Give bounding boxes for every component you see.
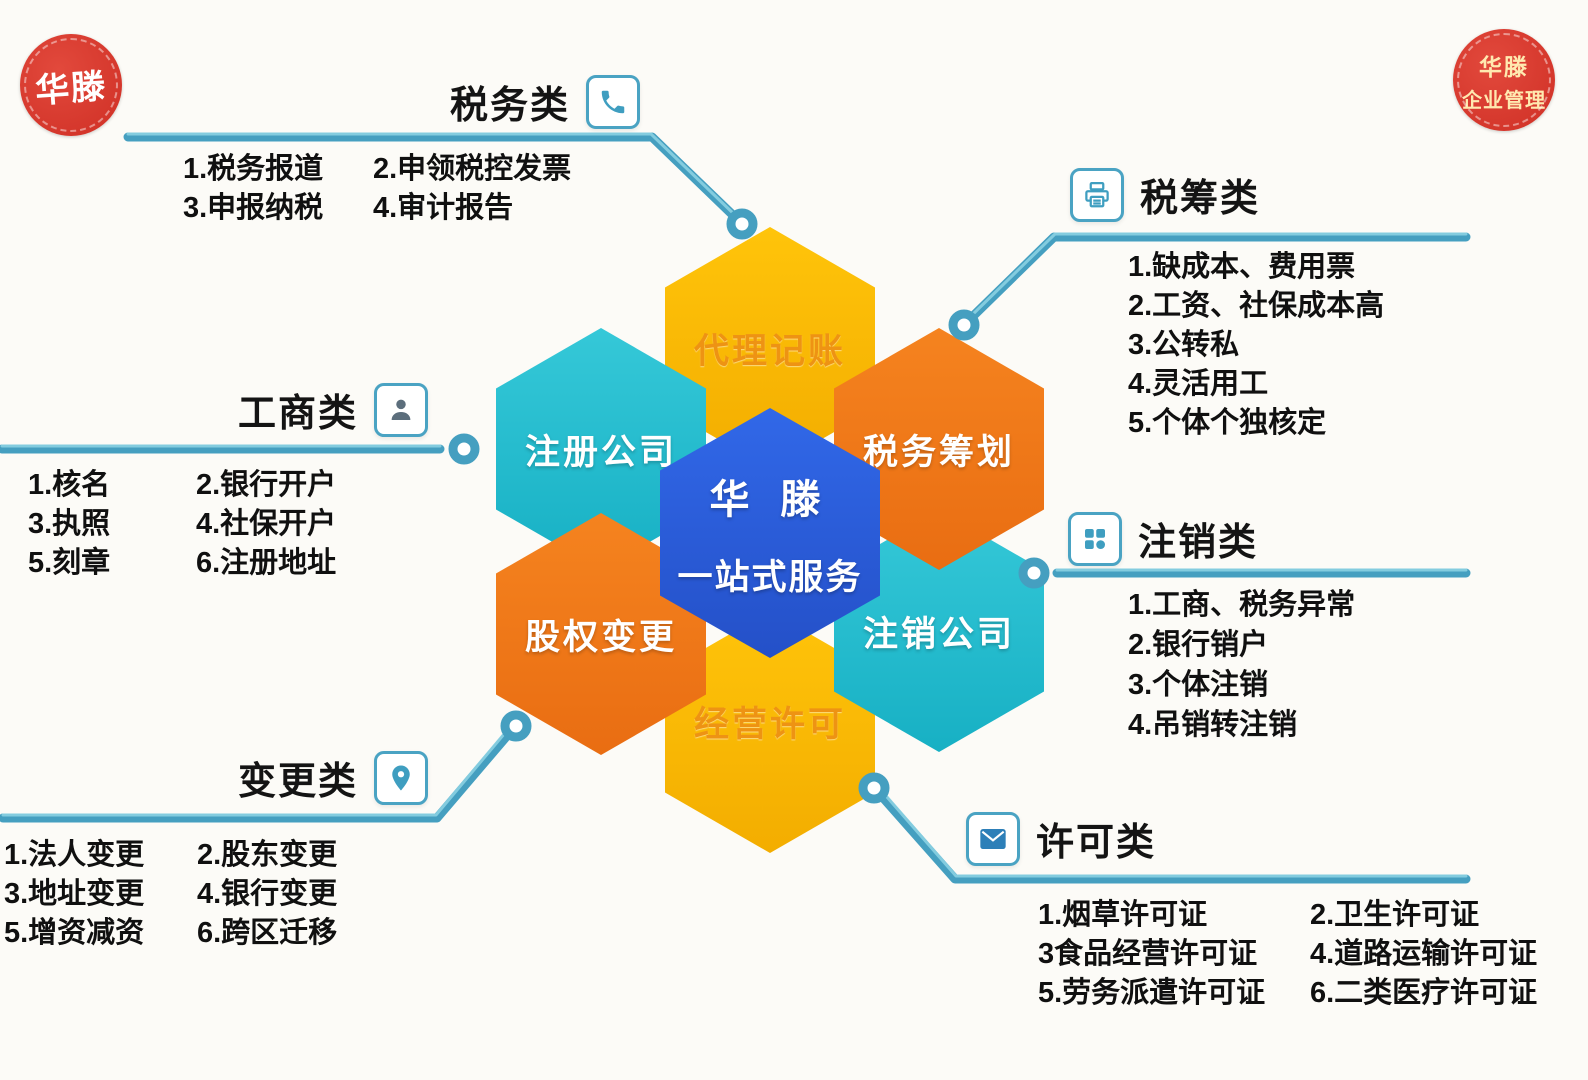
phone-icon xyxy=(586,74,641,129)
center-brand-slogan: 一站式服务 xyxy=(677,557,863,597)
tax-title-text: 税务类 xyxy=(450,85,571,127)
hexagon-cancel-label: 注销公司 xyxy=(862,614,1015,654)
callout-business-title: 工商类 xyxy=(238,382,429,437)
list-item: 2.工资、社保成本高 xyxy=(1128,290,1385,322)
seal-logo-right: 华滕 企业管理 xyxy=(1453,29,1555,131)
list-item: 1.税务报道 xyxy=(183,153,324,185)
list-item: 3.地址变更 xyxy=(4,878,145,910)
list-item: 6.二类医疗许可证 xyxy=(1310,977,1538,1009)
hexagon-bookkeeping-label: 代理记账 xyxy=(693,331,846,371)
list-row: 3.执照 4.社保开户 xyxy=(28,505,336,544)
list-item: 4.灵活用工 xyxy=(1128,368,1269,400)
list-item: 2.卫生许可证 xyxy=(1310,899,1480,931)
seal-right-line2: 企业管理 xyxy=(1462,89,1546,112)
list-item: 2.股东变更 xyxy=(197,839,338,871)
list-item: 4.吊销转注销 xyxy=(1128,709,1298,741)
list-item: 4.道路运输许可证 xyxy=(1310,938,1538,970)
list-item: 2.银行开户 xyxy=(196,469,337,501)
deregister-service-list: 1.工商、税务异常 2.银行销户 3.个体注销 4.吊销转注销 xyxy=(1128,585,1355,745)
list-item: 1.工商、税务异常 xyxy=(1128,589,1356,621)
callout-deregister-title: 注销类 xyxy=(1068,511,1258,566)
callout-permit-title: 许可类 xyxy=(966,811,1156,866)
list-row: 3食品经营许可证 4.道路运输许可证 xyxy=(1038,935,1537,974)
business-service-list: 1.核名 2.银行开户 3.执照 4.社保开户 5.刻章 6.注册地址 xyxy=(28,466,336,583)
list-row: 1.烟草许可证 2.卫生许可证 xyxy=(1038,896,1537,935)
hexagon-center-brand: 华 滕 一站式服务 xyxy=(660,408,880,658)
hexagon-license-label: 经营许可 xyxy=(693,704,846,744)
list-row: 1.核名 2.银行开户 xyxy=(28,466,336,505)
node-change xyxy=(500,710,532,742)
printer-icon xyxy=(1070,167,1124,222)
callout-tax-title: 税务类 xyxy=(450,74,641,129)
list-row: 1.法人变更 2.股东变更 xyxy=(4,836,337,875)
seal-left-text: 华滕 xyxy=(34,67,109,110)
hexagon-equity-label: 股权变更 xyxy=(524,617,677,657)
seal-right-line1: 华滕 xyxy=(1479,53,1529,80)
list-item: 3食品经营许可证 xyxy=(1038,938,1258,970)
grid-icon xyxy=(1068,511,1122,566)
list-item: 3.公转私 xyxy=(1128,329,1240,361)
list-item: 5.个体个独核定 xyxy=(1128,407,1327,439)
callout-change-title: 变更类 xyxy=(238,750,429,805)
list-row: 5.增资减资 6.跨区迁移 xyxy=(4,914,337,953)
list-row: 5.劳务派遣许可证 6.二类医疗许可证 xyxy=(1038,974,1537,1013)
list-item: 3.执照 xyxy=(28,508,111,540)
mail-icon xyxy=(966,811,1020,866)
list-item: 5.刻章 xyxy=(28,547,111,579)
node-taxplanning xyxy=(948,309,980,341)
list-item: 4.审计报告 xyxy=(373,192,514,224)
list-item: 1.核名 xyxy=(28,469,111,501)
list-item: 3.个体注销 xyxy=(1128,669,1269,701)
taxplanning-title-text: 税筹类 xyxy=(1140,178,1261,220)
list-item: 4.社保开户 xyxy=(196,508,337,540)
list-item: 2.银行销户 xyxy=(1128,629,1269,661)
node-tax xyxy=(726,208,758,240)
list-item: 5.劳务派遣许可证 xyxy=(1038,977,1266,1009)
seal-logo-left: 华滕 xyxy=(20,34,122,136)
permit-service-list: 1.烟草许可证 2.卫生许可证 3食品经营许可证 4.道路运输许可证 5.劳务派… xyxy=(1038,896,1537,1013)
deregister-title-text: 注销类 xyxy=(1138,522,1259,564)
list-item: 2.申领税控发票 xyxy=(373,153,572,185)
tax-service-list: 1.税务报道 2.申领税控发票 3.申报纳税 4.审计报告 xyxy=(183,150,571,228)
list-item: 6.注册地址 xyxy=(196,547,337,579)
list-item: 1.法人变更 xyxy=(4,839,145,871)
taxplanning-service-list: 1.缺成本、费用票 2.工资、社保成本高 3.公转私 4.灵活用工 5.个体个独… xyxy=(1128,248,1384,443)
business-title-text: 工商类 xyxy=(238,393,359,435)
list-item: 4.银行变更 xyxy=(197,878,338,910)
list-item: 3.申报纳税 xyxy=(183,192,324,224)
list-item: 1.烟草许可证 xyxy=(1038,899,1208,931)
node-business xyxy=(448,433,480,465)
list-row: 3.申报纳税 4.审计报告 xyxy=(183,189,571,228)
hexagon-taxplan-label: 税务筹划 xyxy=(862,432,1015,472)
list-item: 6.跨区迁移 xyxy=(197,917,338,949)
pin-icon xyxy=(374,750,429,805)
permit-title-text: 许可类 xyxy=(1036,822,1157,864)
change-service-list: 1.法人变更 2.股东变更 3.地址变更 4.银行变更 5.增资减资 6.跨区迁… xyxy=(4,836,337,953)
change-title-text: 变更类 xyxy=(238,761,359,803)
list-item: 1.缺成本、费用票 xyxy=(1128,251,1356,283)
list-row: 3.地址变更 4.银行变更 xyxy=(4,875,337,914)
list-item: 5.增资减资 xyxy=(4,917,145,949)
list-row: 5.刻章 6.注册地址 xyxy=(28,544,336,583)
center-brand-name: 华 滕 xyxy=(709,477,831,522)
hexagon-register-label: 注册公司 xyxy=(524,432,677,472)
person-icon xyxy=(374,382,429,437)
list-row: 1.税务报道 2.申领税控发票 xyxy=(183,150,571,189)
callout-taxplanning-title: 税筹类 xyxy=(1070,167,1260,222)
